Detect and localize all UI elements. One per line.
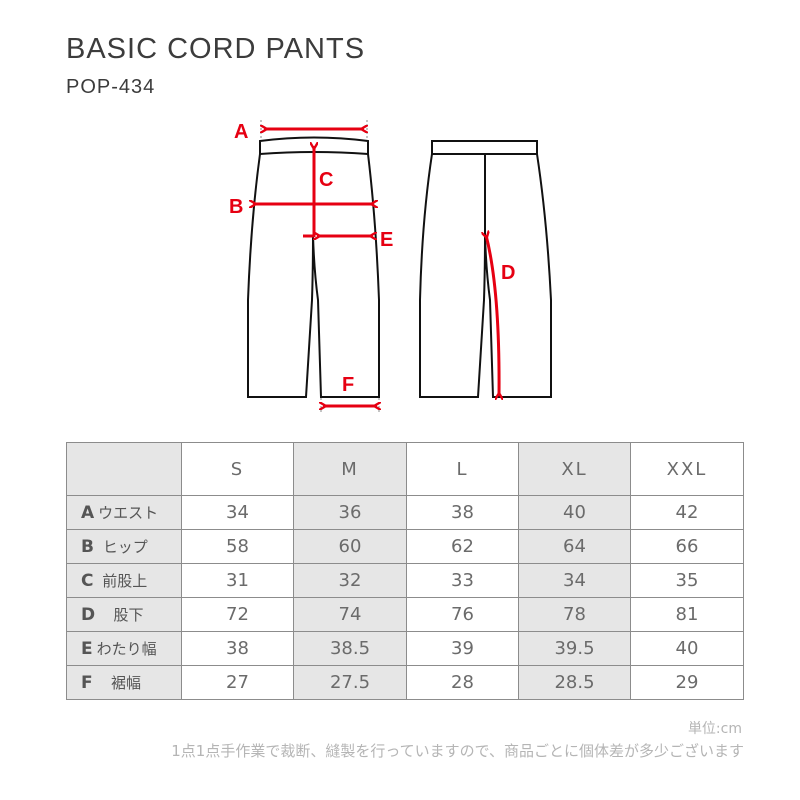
- table-cell: 38: [406, 495, 519, 530]
- table-cell: 28: [406, 665, 519, 700]
- product-code: POP-434: [66, 76, 156, 98]
- table-row: B ヒップ 58 60 62 64 66: [66, 529, 744, 564]
- table-cell: 72: [181, 597, 294, 632]
- unit-label: 単位:cm: [687, 721, 742, 737]
- table-cell: 42: [630, 495, 744, 530]
- table-header-row: S M L XL XXL: [66, 442, 744, 496]
- table-cell: 40: [518, 495, 631, 530]
- size-header: M: [293, 442, 407, 496]
- size-header: S: [181, 442, 294, 496]
- label-a: A: [234, 121, 248, 143]
- label-b: B: [229, 196, 243, 218]
- table-corner-cell: [66, 442, 182, 496]
- label-f: F: [342, 374, 354, 396]
- table-cell: 74: [293, 597, 407, 632]
- table-cell: 64: [518, 529, 631, 564]
- label-e: E: [380, 229, 393, 251]
- table-cell: 66: [630, 529, 744, 564]
- table-cell: 32: [293, 563, 407, 598]
- table-cell: 38: [181, 631, 294, 666]
- product-title: BASIC CORD PANTS: [66, 33, 366, 65]
- pants-measurement-diagram: A B C D E F: [229, 120, 552, 414]
- table-cell: 33: [406, 563, 519, 598]
- table-cell: 27: [181, 665, 294, 700]
- table-cell: 40: [630, 631, 744, 666]
- row-label: B ヒップ: [66, 529, 182, 564]
- table-cell: 28.5: [518, 665, 631, 700]
- table-cell: 36: [293, 495, 407, 530]
- table-cell: 76: [406, 597, 519, 632]
- size-header: XXL: [630, 442, 744, 496]
- row-label: D 股下: [66, 597, 182, 632]
- table-row: C 前股上 31 32 33 34 35: [66, 563, 744, 598]
- label-c: C: [319, 169, 333, 191]
- table-cell: 38.5: [293, 631, 407, 666]
- table-cell: 35: [630, 563, 744, 598]
- table-cell: 81: [630, 597, 744, 632]
- row-label: C 前股上: [66, 563, 182, 598]
- table-row: D 股下 72 74 76 78 81: [66, 597, 744, 632]
- table-cell: 39.5: [518, 631, 631, 666]
- label-d: D: [501, 262, 515, 284]
- table-cell: 34: [518, 563, 631, 598]
- table-cell: 29: [630, 665, 744, 700]
- table-cell: 78: [518, 597, 631, 632]
- back-pants-outline: [419, 140, 552, 398]
- table-cell: 39: [406, 631, 519, 666]
- table-cell: 62: [406, 529, 519, 564]
- table-row: F 裾幅 27 27.5 28 28.5 29: [66, 665, 744, 700]
- table-cell: 58: [181, 529, 294, 564]
- table-cell: 27.5: [293, 665, 407, 700]
- table-cell: 34: [181, 495, 294, 530]
- measure-d-inseam: [486, 235, 499, 396]
- row-label: F 裾幅: [66, 665, 182, 700]
- size-header: XL: [518, 442, 631, 496]
- disclaimer-note: 1点1点手作業で裁断、縫製を行っていますので、商品ごとに個体差が多少ございます: [171, 742, 744, 760]
- size-header: L: [406, 442, 519, 496]
- table-cell: 31: [181, 563, 294, 598]
- table-cell: 60: [293, 529, 407, 564]
